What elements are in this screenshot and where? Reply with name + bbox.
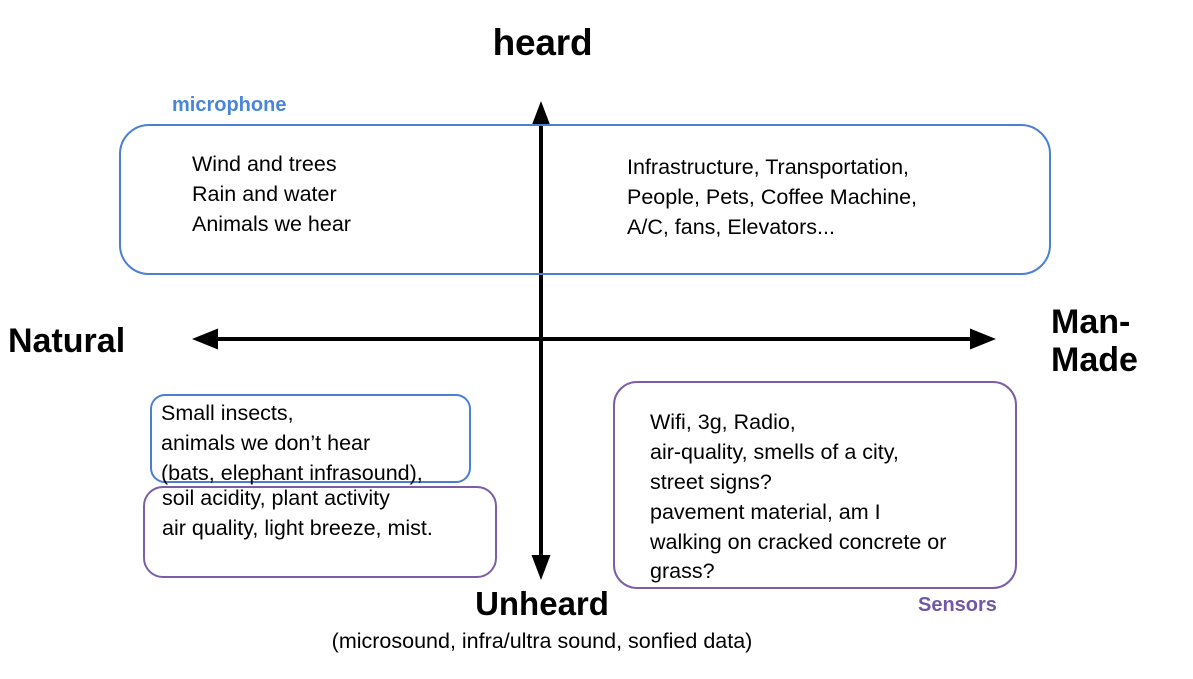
arrowhead-up-icon: [531, 101, 551, 126]
arrowhead-right-icon: [970, 328, 996, 350]
axis-label-man-made: Man- Made: [1051, 303, 1138, 380]
quadrant-box-unheard-natural-microphone: [150, 394, 471, 483]
quadrant-text-heard-manmade: Infrastructure, Transportation, People, …: [627, 155, 918, 239]
quadrant-text-heard-natural: Wind and trees Rain and water Animals we…: [192, 152, 351, 236]
arrowhead-left-icon: [192, 328, 218, 350]
axis-sublabel-unheard: (microsound, infra/ultra sound, sonfied …: [331, 629, 753, 653]
quadrant-box-unheard-manmade-sensors: [613, 381, 1017, 589]
quadrant-text-unheard-natural-microphone: Small insects, animals we don’t hear (ba…: [161, 401, 423, 485]
axis-label-natural: Natural: [8, 322, 126, 360]
quadrant-box-unheard-natural-sensors: [143, 486, 497, 578]
axis-label-unheard: Unheard: [475, 585, 609, 622]
arrowhead-down-icon: [531, 555, 551, 580]
quadrant-box-heard: [119, 124, 1051, 275]
tag-microphone-label: microphone: [172, 94, 287, 116]
tag-sensors-label: Sensors: [918, 594, 997, 616]
quadrant-text-unheard-natural-sensors: soil acidity, plant activity air quality…: [162, 486, 433, 540]
axis-label-heard: heard: [492, 22, 593, 63]
quadrant-text-unheard-manmade-sensors: Wifi, 3g, Radio, air-quality, smells of …: [650, 410, 947, 584]
